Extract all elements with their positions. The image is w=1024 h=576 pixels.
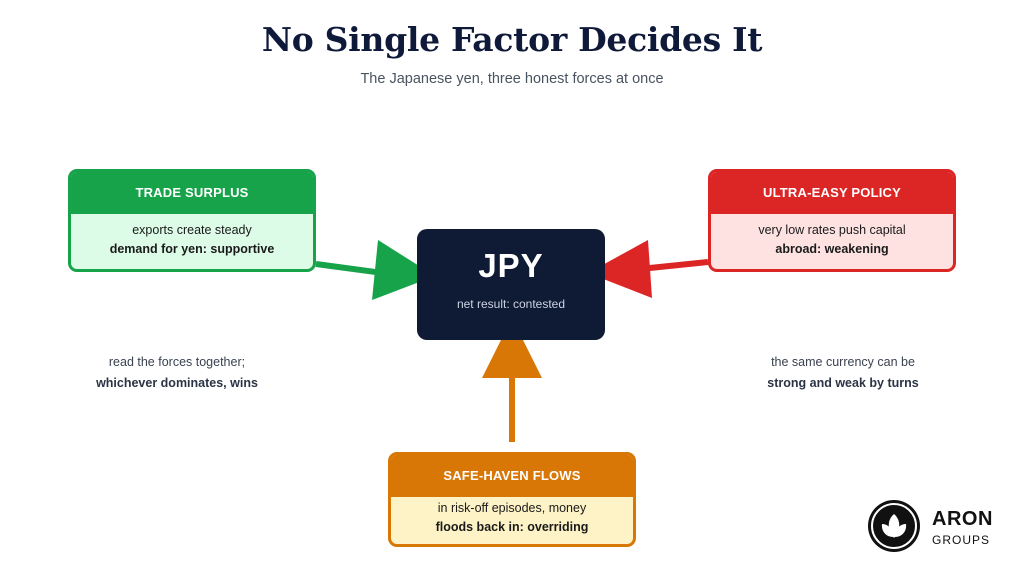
logo-name: ARON xyxy=(932,508,993,530)
policy-arrow xyxy=(588,240,709,298)
jpy-label: JPY xyxy=(478,247,544,284)
right-note: the same currency can be strong and weak… xyxy=(728,352,958,394)
trade-surplus-card: TRADE SURPLUS exports create steady dema… xyxy=(68,169,316,272)
page-title: No Single Factor Decides It xyxy=(261,20,763,59)
trade-surplus-title: TRADE SURPLUS xyxy=(71,172,313,214)
ultra-easy-policy-body: very low rates push capital abroad: weak… xyxy=(711,214,953,259)
jpy-node: JPY net result: contested xyxy=(417,229,605,340)
safe-haven-flows-line2: floods back in: overriding xyxy=(435,520,589,534)
haven-arrow xyxy=(482,318,542,442)
trade-surplus-body: exports create steady demand for yen: su… xyxy=(71,214,313,259)
safe-haven-flows-line1: in risk-off episodes, money xyxy=(437,501,587,515)
leaf-emblem-icon xyxy=(868,500,920,552)
trade-surplus-line1: exports create steady xyxy=(132,223,252,237)
left-note: read the forces together; whichever domi… xyxy=(62,352,292,394)
page-subtitle: The Japanese yen, three honest forces at… xyxy=(360,71,664,87)
safe-haven-flows-title: SAFE-HAVEN FLOWS xyxy=(391,455,633,497)
left-note-line2: whichever dominates, wins xyxy=(96,376,258,390)
right-note-line1: the same currency can be xyxy=(771,355,915,369)
safe-haven-flows-card: SAFE-HAVEN FLOWS in risk-off episodes, m… xyxy=(388,452,636,547)
ultra-easy-policy-card: ULTRA-EASY POLICY very low rates push ca… xyxy=(708,169,956,272)
ultra-easy-policy-line1: very low rates push capital xyxy=(758,223,906,237)
aron-groups-logo: ARON GROUPS xyxy=(868,500,1008,560)
ultra-easy-policy-title: ULTRA-EASY POLICY xyxy=(711,172,953,214)
safe-haven-flows-body: in risk-off episodes, money floods back … xyxy=(391,497,633,537)
trade-surplus-line2: demand for yen: supportive xyxy=(109,242,275,256)
trade-arrow xyxy=(315,240,435,300)
ultra-easy-policy-line2: abroad: weakening xyxy=(775,242,889,256)
left-note-line1: read the forces together; xyxy=(108,355,246,369)
right-note-line2: strong and weak by turns xyxy=(767,376,919,390)
jpy-net-result: net result: contested xyxy=(456,297,566,311)
logo-sub: GROUPS xyxy=(932,533,991,547)
